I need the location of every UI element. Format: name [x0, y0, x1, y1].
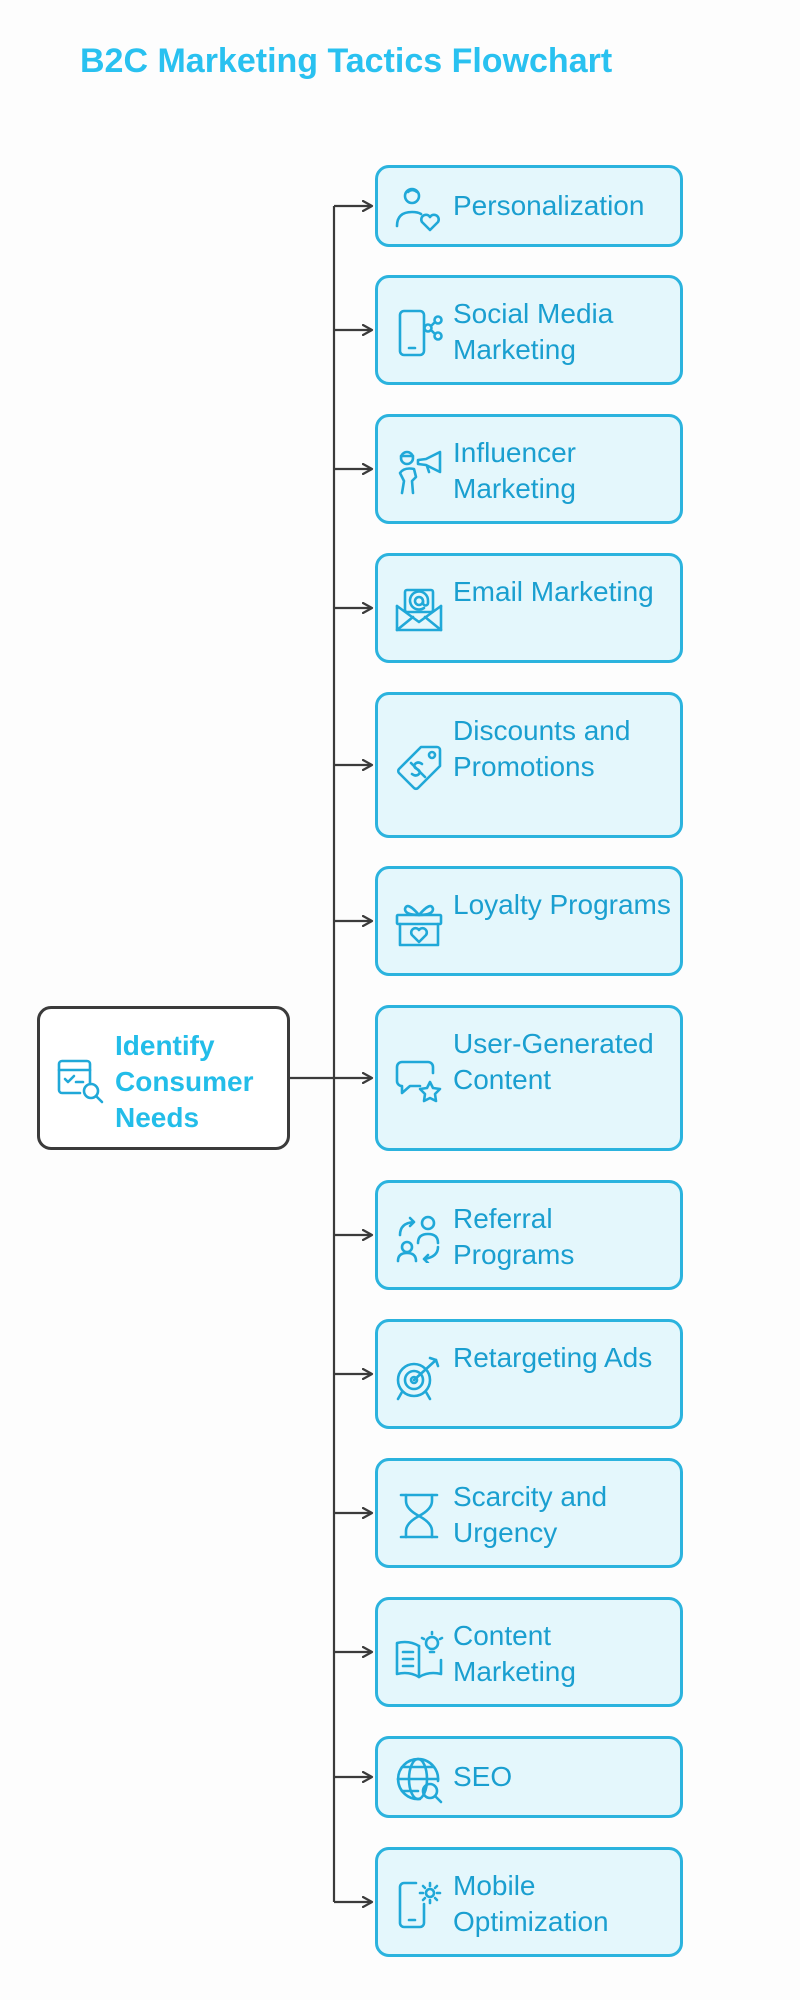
tactic-node-loyalty-programs[interactable]: Loyalty Programs [375, 866, 683, 976]
tactic-label: Social Media Marketing [453, 298, 614, 365]
chat-star-icon [395, 1060, 442, 1103]
tactic-label: Scarcity and Urgency [453, 1481, 608, 1548]
envelope-at-icon [395, 588, 443, 632]
tactic-label: Personalization [453, 190, 645, 221]
phone-gear-icon [398, 1881, 442, 1929]
person-megaphone-icon [398, 450, 442, 495]
tactic-label: User-Generated Content [453, 1028, 654, 1095]
tactic-label: Content Marketing [453, 1620, 576, 1687]
tactic-node-social-media-marketing[interactable]: Social Media Marketing [375, 275, 683, 385]
phone-share-icon [398, 309, 443, 357]
page-title: B2C Marketing Tactics Flowchart [80, 42, 613, 80]
tactic-label: Discounts and Promotions [453, 715, 631, 782]
source-node-identify-consumer-needs[interactable]: Identify Consumer Needs [37, 1006, 290, 1150]
tactic-label: Email Marketing [453, 576, 654, 607]
tactic-node-user-generated-content[interactable]: User-Generated Content [375, 1005, 683, 1151]
tactic-node-discounts-and-promotions[interactable]: Discounts and Promotions [375, 692, 683, 838]
globe-search-icon [396, 1757, 443, 1804]
price-tag-icon [396, 745, 442, 791]
tactic-label: Mobile Optimization [453, 1870, 609, 1937]
tactic-node-mobile-optimization[interactable]: Mobile Optimization [375, 1847, 683, 1957]
tactic-node-content-marketing[interactable]: Content Marketing [375, 1597, 683, 1707]
tactic-node-personalization[interactable]: Personalization [375, 165, 683, 247]
tactic-label: Referral Programs [453, 1203, 575, 1270]
tactic-node-email-marketing[interactable]: Email Marketing [375, 553, 683, 663]
tactic-label: Loyalty Programs [453, 889, 671, 920]
tactic-node-scarcity-and-urgency[interactable]: Scarcity and Urgency [375, 1458, 683, 1568]
tactic-node-referral-programs[interactable]: Referral Programs [375, 1180, 683, 1290]
book-lightbulb-icon [395, 1630, 444, 1679]
tactic-label: Retargeting Ads [453, 1342, 653, 1373]
tactic-node-influencer-marketing[interactable]: Influencer Marketing [375, 414, 683, 524]
tactic-label: SEO [453, 1761, 513, 1792]
tactic-node-retargeting-ads[interactable]: Retargeting Ads [375, 1319, 683, 1429]
tactic-node-seo[interactable]: SEO [375, 1736, 683, 1818]
gift-heart-icon [395, 904, 443, 947]
browser-search-icon [57, 1059, 104, 1104]
user-heart-icon [395, 187, 440, 232]
users-exchange-icon [396, 1215, 440, 1263]
source-node-label: Identify Consumer Needs [115, 1030, 254, 1133]
tactic-label: Influencer Marketing [453, 437, 576, 504]
hourglass-icon [399, 1493, 439, 1539]
target-arrow-icon [396, 1356, 440, 1401]
